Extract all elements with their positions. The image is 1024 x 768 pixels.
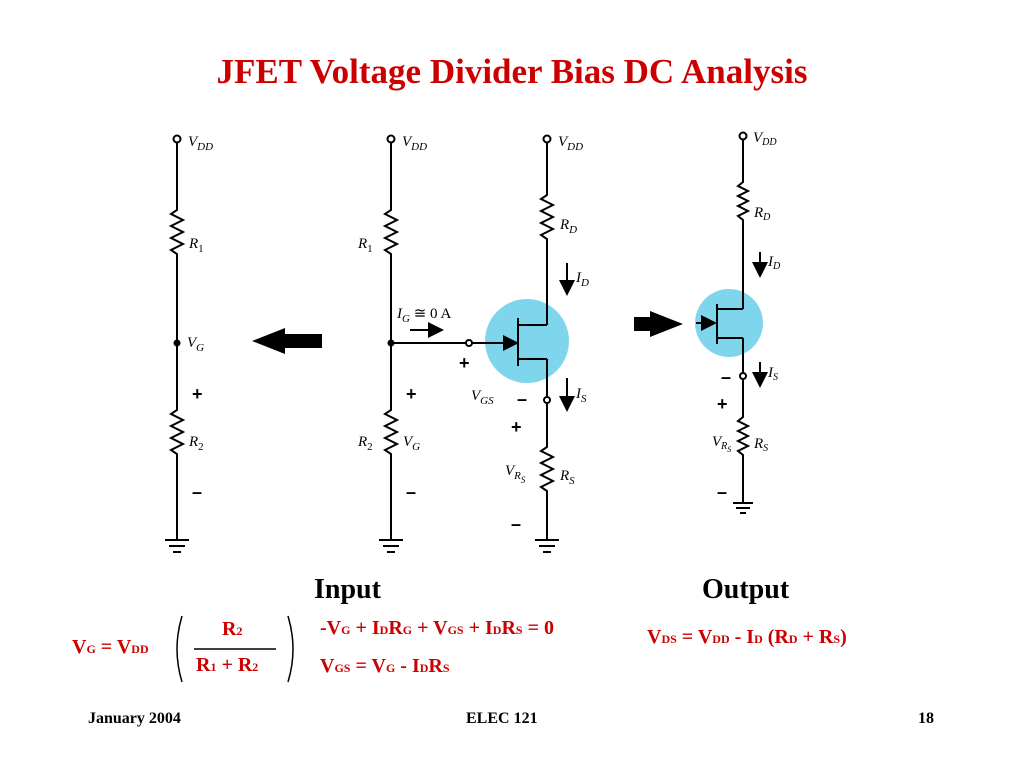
ig-label: IG ≅ 0 A [396,306,451,325]
vrs-minus-sign: – [511,514,521,534]
id-label: ID [575,270,589,289]
fraction-brackets [176,615,294,683]
rs-label: RS [559,468,575,487]
fraction-denominator: R1 + R2 [196,654,259,676]
is-label-out: IS [767,365,778,383]
r1-label: R1 [188,236,204,255]
left-circuit-labels: VDD R1 VG + R2 – [187,134,213,502]
middle-full-circuit [379,134,575,553]
vg-label-mid: VG [403,434,420,453]
output-caption: Output [702,574,790,605]
vgs-plus-sign: + [459,353,470,373]
footer-date: January 2004 [88,710,181,727]
jfet-output-highlight-circle [695,289,763,357]
vrs-label-out: VRS [712,434,731,454]
vdd-label-out: VDD [753,130,777,148]
footer-course: ELEC 121 [466,710,538,727]
rs-label-out: RS [753,436,768,454]
vrs-plus-sign: + [511,417,522,437]
big-right-arrow-icon [634,311,683,337]
vg-plus-sign: + [406,384,417,404]
out-plus: + [717,394,728,414]
vg-minus-sign: – [406,482,416,502]
vdd-label-drain: VDD [558,134,583,153]
minus-sign: – [192,482,202,502]
middle-circuit-labels: VDD VDD R1 IG ≅ 0 A + VGS – + R2 VG – RD… [357,134,589,534]
is-label: IS [575,386,587,405]
circuit-diagram: VDD R1 VG + R2 – VDD VDD [165,130,781,553]
right-output-circuit [696,131,768,514]
kvl-equation: -VG + IDRG + VGS + IDRS = 0 [320,617,555,639]
vrs-label: VRS [505,463,526,485]
vdd-label: VDD [188,134,213,153]
fraction-numerator: R2 [222,618,243,640]
left-gate-divider-circuit [165,134,189,553]
vg-divider-equation: VG = VDD R2 R1 + R2 [72,612,302,686]
rd-label: RD [559,217,577,236]
big-left-arrow-icon [252,328,322,354]
vdd-label-divider: VDD [402,134,427,153]
plus-sign: + [192,384,203,404]
vgs-label: VGS [471,388,494,407]
vg-label: VG [187,335,204,354]
vgs-equation: VGS = VG - IDRS [320,655,450,677]
input-caption: Input [314,574,381,605]
out-minus-top: – [721,367,731,387]
r2-label: R2 [188,434,204,453]
vgs-minus-sign: – [517,389,527,409]
out-minus-bottom: – [717,482,727,502]
jfet-highlight-circle [485,299,569,383]
id-label-out: ID [767,254,781,272]
vds-equation: VDS = VDD - ID (RD + RS) [647,626,847,648]
right-circuit-labels: VDD RD ID – IS + VRS RS – [712,130,781,502]
r1-label-mid: R1 [357,236,373,255]
slide-title: JFET Voltage Divider Bias DC Analysis [216,52,808,91]
footer-page-number: 18 [918,710,934,727]
r2-label-mid: R2 [357,434,373,453]
rd-label-out: RD [753,205,771,223]
